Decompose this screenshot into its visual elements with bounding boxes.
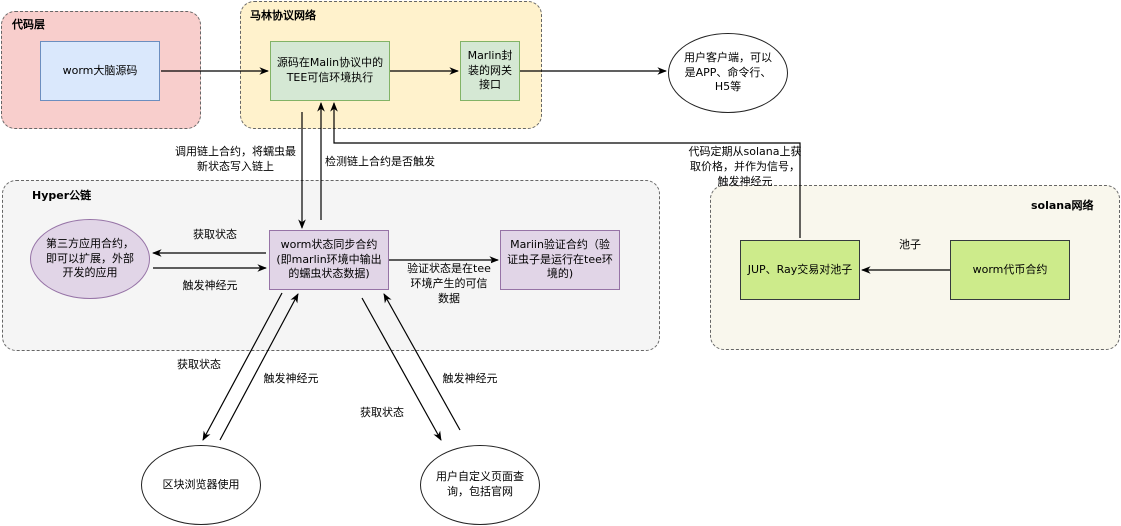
third-party-contract-node[interactable]: 第三方应用合约，即可以扩展，外部开发的应用 xyxy=(30,219,150,299)
user-client-node[interactable]: 用户客户端，可以是APP、命令行、H5等 xyxy=(668,33,788,113)
user-custom-page-node[interactable]: 用户自定义页面查询，包括官网 xyxy=(420,445,540,525)
label-call-chain-contract: 调用链上合约，将蠕虫最新状态写入链上 xyxy=(175,145,296,173)
jup-ray-pool-node[interactable]: JUP、Ray交易对池子 xyxy=(740,240,860,300)
label-detect-trigger: 检测链上合约是否触发 xyxy=(325,155,435,168)
hyper-chain-title: Hyper公链 xyxy=(32,189,92,202)
label-get-state-user: 获取状态 xyxy=(360,406,404,419)
marlin-network-title: 马林协议网络 xyxy=(250,9,316,22)
code-layer-title: 代码层 xyxy=(12,18,45,31)
label-pool: 池子 xyxy=(899,238,921,251)
label-trigger-neuron-third: 触发神经元 xyxy=(182,279,238,292)
worm-brain-source-node[interactable]: worm大脑源码 xyxy=(40,41,160,101)
label-get-state-explorer: 获取状态 xyxy=(177,358,221,371)
worm-token-contract-node[interactable]: worm代币合约 xyxy=(950,240,1070,300)
block-explorer-node[interactable]: 区块浏览器使用 xyxy=(141,445,261,525)
marlin-gateway-node[interactable]: Marlin封装的网关接口 xyxy=(460,41,520,101)
solana-network-title: solana网络 xyxy=(1031,199,1094,212)
label-solana-price: 代码定期从solana上获取价格，并作为信号，触发神经元 xyxy=(688,145,802,188)
label-get-state-third: 获取状态 xyxy=(193,228,237,241)
label-verify-state: 验证状态是在tee环境产生的可信数据 xyxy=(407,262,491,307)
tee-exec-node[interactable]: 源码在Malin协议中的TEE可信环境执行 xyxy=(270,41,390,101)
marlin-verify-node[interactable]: Mariin验证合约（验证虫子是运行在tee环境的) xyxy=(500,230,620,290)
label-trigger-neuron-explorer: 触发神经元 xyxy=(263,372,319,385)
worm-state-sync-node[interactable]: worm状态同步合约(即marlin环境中输出的蠕虫状态数据) xyxy=(269,230,389,290)
label-trigger-neuron-user: 触发神经元 xyxy=(442,372,498,385)
